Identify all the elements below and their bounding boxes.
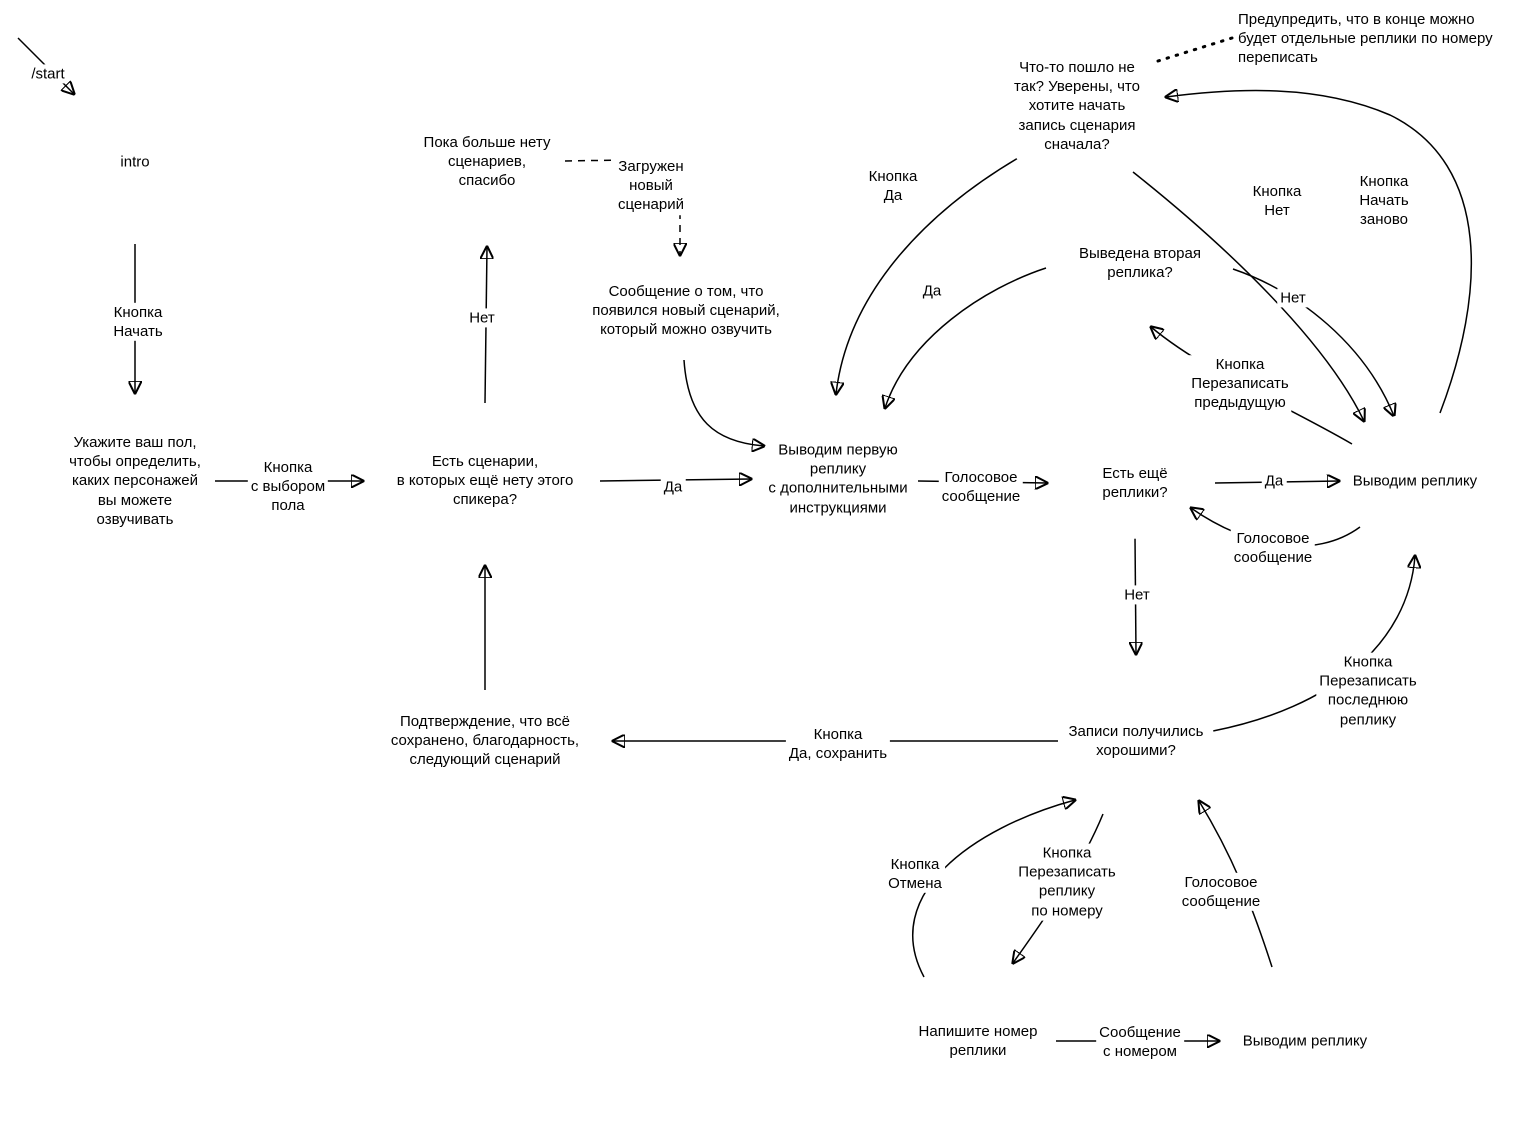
edge-voice3 bbox=[1199, 801, 1273, 968]
edge-btn-no bbox=[1132, 171, 1364, 421]
node-first-line bbox=[758, 399, 918, 559]
node-more-lines-diamond bbox=[1055, 427, 1215, 539]
edge-btn-rerecord-last bbox=[1212, 556, 1415, 732]
edge-btn-yes bbox=[836, 157, 1019, 394]
edge-btn-restart bbox=[1166, 91, 1472, 414]
node-new-scenario-msg bbox=[567, 262, 805, 360]
edge-more-lines-yes bbox=[1214, 481, 1339, 483]
edge-more-lines-no bbox=[1135, 536, 1136, 654]
node-second-line-diamond bbox=[1048, 205, 1232, 321]
node-no-scenarios bbox=[409, 84, 565, 240]
edge-voice2 bbox=[1191, 508, 1361, 547]
edge-start-arrow bbox=[17, 37, 74, 94]
node-gender bbox=[55, 401, 215, 561]
node-write-number bbox=[900, 963, 1056, 1119]
edge-has-scenarios-yes bbox=[599, 479, 751, 481]
node-intro bbox=[53, 80, 217, 244]
node-output-line bbox=[1347, 413, 1483, 549]
edge-btn-rerecord-prev bbox=[1151, 327, 1353, 445]
node-restart-confirm bbox=[997, 26, 1157, 186]
edge-scenario-loaded-1 bbox=[564, 159, 625, 162]
edge-msg-to-first-line bbox=[683, 359, 764, 446]
edge-second-line-yes bbox=[885, 267, 1047, 408]
edge-voice1 bbox=[917, 481, 1047, 483]
node-output-line-bottom bbox=[1227, 963, 1383, 1119]
edge-has-scenarios-no bbox=[485, 247, 487, 404]
edge-second-line-no bbox=[1232, 268, 1394, 416]
edge-note-dotted bbox=[1156, 36, 1234, 63]
node-records-good bbox=[1058, 663, 1214, 819]
node-has-scenarios-diamond bbox=[370, 403, 600, 559]
edge-btn-cancel bbox=[912, 800, 1075, 978]
edge-btn-rerecord-by-number bbox=[1013, 813, 1104, 963]
node-saved-confirm bbox=[366, 690, 605, 790]
